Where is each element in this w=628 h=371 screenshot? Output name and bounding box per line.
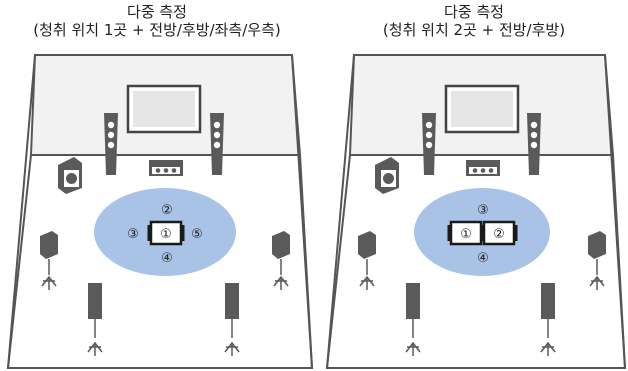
- position-marker-3: ③: [477, 203, 489, 218]
- surround-back-left-speaker-icon: [87, 283, 103, 356]
- surround-back-right-speaker-icon: [224, 283, 240, 356]
- position-marker-4: ④: [161, 251, 173, 266]
- right-panel-title: 다중 측정: [444, 3, 504, 21]
- subwoofer-icon: [375, 157, 399, 194]
- position-marker-1: ①: [460, 227, 472, 242]
- left-panel-subtitle: (청취 위치 1곳 + 전방/후방/좌측/우측): [33, 21, 281, 39]
- right-panel-subtitle: (청취 위치 2곳 + 전방/후방): [382, 21, 566, 39]
- left-panel-title: 다중 측정: [127, 3, 187, 21]
- position-marker-2: ②: [161, 203, 173, 218]
- surround-back-right-speaker-icon: [540, 283, 556, 356]
- surround-left-speaker-icon: [358, 231, 376, 290]
- right-room-diagram: ③ ④ ① ②: [325, 54, 627, 369]
- position-marker-4: ④: [477, 251, 489, 266]
- position-marker-5: ⑤: [191, 227, 203, 242]
- position-marker-2: ②: [493, 227, 505, 242]
- position-marker-1: ①: [160, 227, 172, 242]
- front-left-speaker-icon: [104, 113, 118, 175]
- left-panel: 다중 측정 (청취 위치 1곳 + 전방/후방/좌측/우측): [6, 3, 314, 369]
- left-room-diagram: ② ③ ⑤ ④ ①: [6, 54, 314, 369]
- tv-icon: [444, 84, 520, 134]
- subwoofer-icon: [58, 157, 82, 194]
- surround-right-speaker-icon: [588, 231, 606, 290]
- tv-icon: [126, 84, 202, 134]
- center-speaker-icon: [466, 160, 500, 176]
- seat-marker-1: [147, 220, 185, 246]
- position-marker-3: ③: [127, 227, 139, 242]
- seat-marker-2: [481, 220, 518, 246]
- surround-back-left-speaker-icon: [405, 283, 421, 356]
- seat-marker-1: [447, 220, 483, 246]
- surround-right-speaker-icon: [272, 231, 290, 290]
- front-right-speaker-icon: [210, 113, 224, 175]
- front-left-speaker-icon: [422, 113, 436, 175]
- surround-left-speaker-icon: [40, 231, 58, 290]
- right-panel: 다중 측정 (청취 위치 2곳 + 전방/후방): [320, 0, 628, 371]
- center-speaker-icon: [149, 160, 183, 176]
- front-right-speaker-icon: [527, 113, 541, 175]
